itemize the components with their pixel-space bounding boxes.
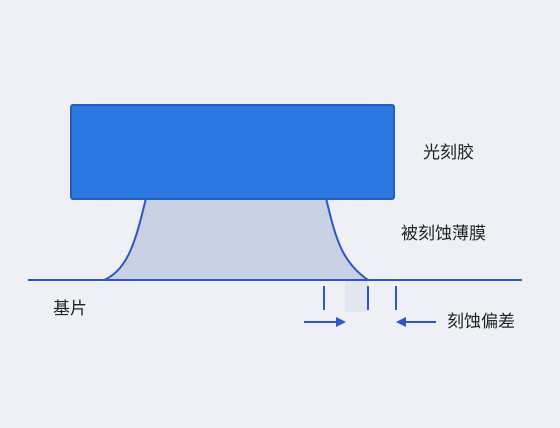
arrow-left <box>396 317 436 327</box>
etched-film-label: 被刻蚀薄膜 <box>401 224 486 244</box>
film-right-sidewall <box>325 197 369 281</box>
photoresist-label: 光刻胶 <box>423 143 474 163</box>
arrow-right <box>304 317 346 327</box>
etched-film-shape <box>104 198 368 280</box>
photoresist-block <box>70 104 395 200</box>
substrate-label: 基片 <box>53 299 87 319</box>
film-left-sidewall <box>103 197 147 281</box>
etch-bias-label: 刻蚀偏差 <box>447 312 515 332</box>
etch-bias-region <box>345 280 368 312</box>
